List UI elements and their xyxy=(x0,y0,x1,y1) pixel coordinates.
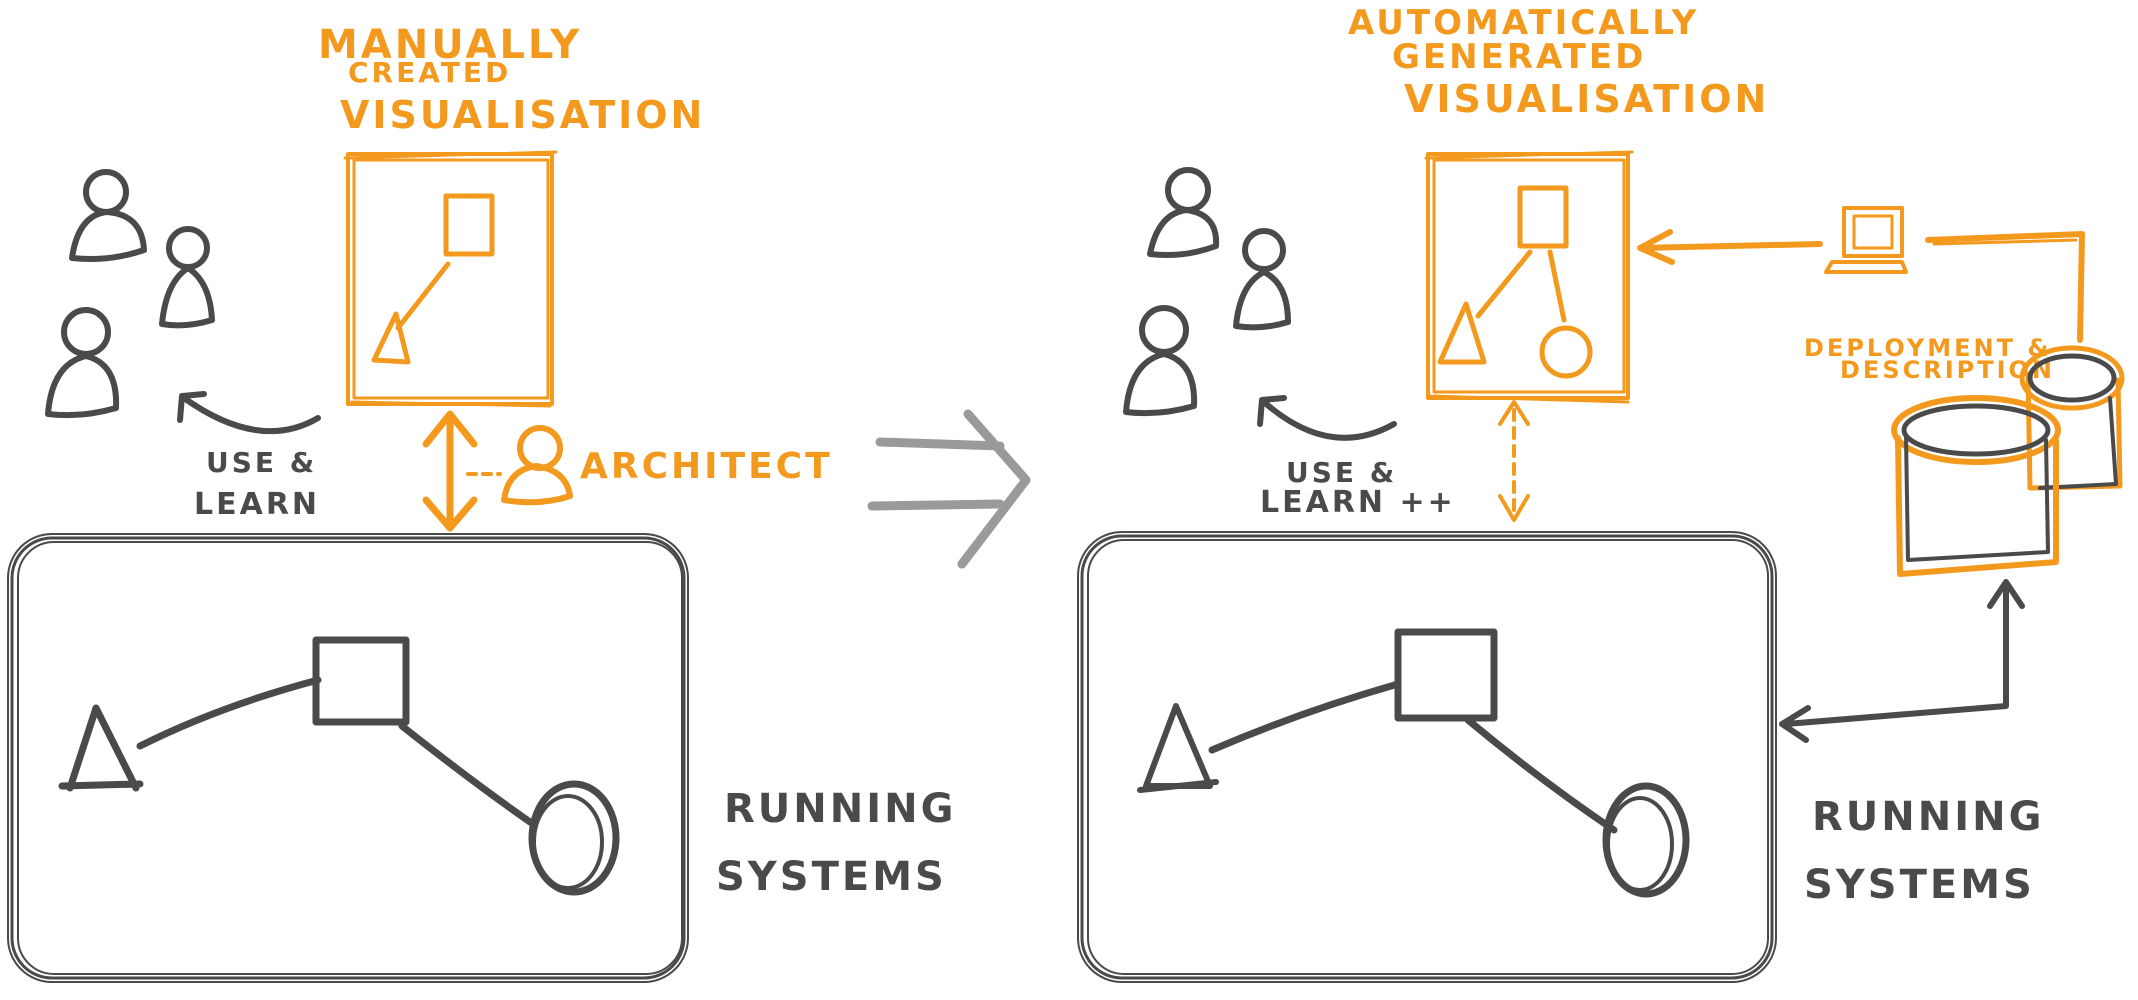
left-vis-triangle-icon xyxy=(371,311,411,365)
database-icon xyxy=(2019,345,2125,491)
right-vis-square-icon xyxy=(1517,185,1569,249)
left-title-line-2: CREATED xyxy=(348,56,511,89)
right-running-systems-box xyxy=(1077,531,1777,983)
right-system-triangle-icon xyxy=(1137,703,1219,793)
right-visualisation-box xyxy=(1424,150,1634,404)
database-icon xyxy=(1891,395,2061,577)
right-running-systems-line-2: SYSTEMS xyxy=(1804,862,2035,908)
left-system-triangle-icon xyxy=(58,704,144,792)
deployment-line-2: DESCRIPTION xyxy=(1840,356,2055,384)
transition-arrow-icon xyxy=(867,409,1031,569)
left-use-learn-arrow xyxy=(181,395,321,435)
person-icon xyxy=(69,169,147,262)
left-use-learn-line-1: USE & xyxy=(206,446,317,479)
left-use-learn-line-2: LEARN xyxy=(194,487,320,522)
right-title-line-3: VISUALISATION xyxy=(1404,77,1769,121)
right-title-line-1: AUTOMATICALLY xyxy=(1348,3,1699,43)
person-icon xyxy=(1147,167,1220,258)
left-title-line-1: MANUALLY xyxy=(318,22,582,68)
left-running-systems-line-2: SYSTEMS xyxy=(716,854,947,900)
right-users xyxy=(1123,167,1291,417)
right-title-line-2: GENERATED xyxy=(1392,37,1646,77)
left-users xyxy=(45,169,215,419)
systems-to-database-arrow xyxy=(1783,583,2009,727)
right-running-systems-line-1: RUNNING xyxy=(1812,794,2044,840)
person-icon xyxy=(45,307,120,419)
left-title-line-3: VISUALISATION xyxy=(340,93,705,137)
right-vis-triangle-icon xyxy=(1437,301,1487,365)
laptop-to-vis-arrow xyxy=(1639,241,1823,251)
right-vis-circle-icon xyxy=(1539,325,1593,379)
left-system-circle-icon xyxy=(528,780,620,896)
left-running-systems-box xyxy=(7,533,689,983)
right-system-square-icon xyxy=(1394,628,1498,722)
double-arrow-icon xyxy=(422,410,478,532)
left-running-systems-line-1: RUNNING xyxy=(724,786,956,832)
architect-person-icon xyxy=(501,425,573,506)
right-system-circle-icon xyxy=(1602,782,1690,898)
left-system-square-icon xyxy=(312,636,410,726)
right-use-learn-line-1: USE & xyxy=(1286,456,1397,489)
right-use-learn-arrow xyxy=(1261,399,1397,441)
architect-label: ARCHITECT xyxy=(580,446,833,487)
person-icon xyxy=(1233,228,1291,331)
right-use-learn-line-2: LEARN ++ xyxy=(1260,485,1456,520)
deployment-line-1: DEPLOYMENT & xyxy=(1804,334,2051,362)
person-icon xyxy=(159,226,215,329)
laptop-icon xyxy=(1824,206,1908,274)
left-vis-square-icon xyxy=(443,193,495,257)
left-visualisation-box xyxy=(343,150,558,408)
person-icon xyxy=(1123,305,1198,417)
